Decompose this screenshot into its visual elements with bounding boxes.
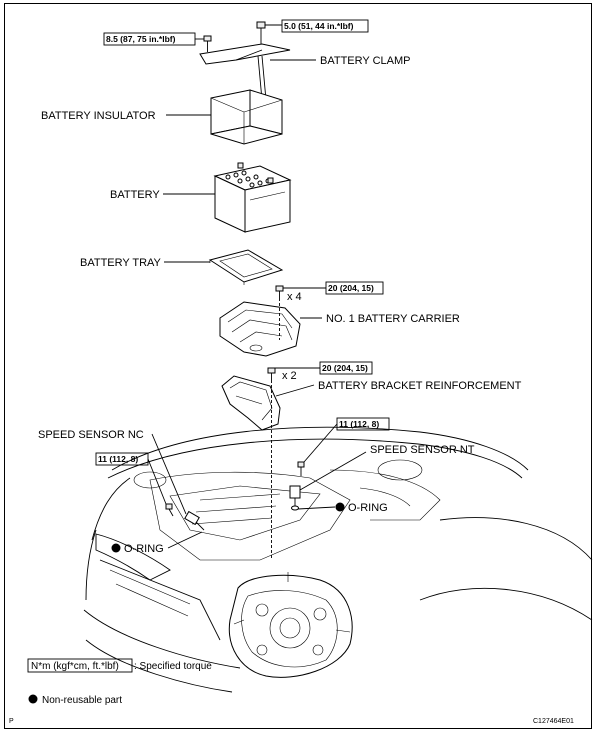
legend-torque-box: [27, 658, 133, 673]
clamp-right-torque: 5.0 (51, 44 in.*lbf): [284, 21, 354, 31]
battery-label: BATTERY: [110, 189, 160, 201]
speed-sensor-nc: [184, 510, 205, 531]
bracket-bolt-qty: x 2: [282, 370, 297, 382]
bracket-torque: 20 (204, 15): [322, 363, 368, 373]
o-ring-right-label: O-RING: [348, 502, 388, 514]
bracket-reinforcement-label: BATTERY BRACKET REINFORCEMENT: [318, 380, 522, 392]
battery-insulator: [210, 89, 283, 145]
bracket-bolt-icon: [267, 367, 276, 380]
vehicle-engine-bay: [83, 426, 593, 693]
sensor-nt-torque: 11 (112, 8): [339, 419, 379, 429]
speed-sensor-nt: [289, 485, 301, 511]
battery: [213, 162, 292, 233]
battery-carrier-label: NO. 1 BATTERY CARRIER: [326, 313, 460, 325]
diagram-frame: [4, 3, 592, 729]
o-ring-left-label: O-RING: [124, 543, 164, 555]
sensor-nc-torque: 11 (112, 8): [98, 454, 138, 464]
battery-tray: [208, 249, 284, 285]
legend-non-reusable-icon: [28, 694, 38, 704]
clamp-left-bolt-icon: [203, 35, 212, 52]
clamp-right-torque-box: [281, 19, 369, 33]
speed-sensor-nc-label: SPEED SENSOR NC: [38, 429, 144, 441]
figure-id: C127464E01: [533, 718, 574, 725]
battery-clamp-label: BATTERY CLAMP: [320, 55, 410, 67]
carrier-bolt-icon: [275, 285, 284, 298]
sensor-nc-bolt-icon: [165, 503, 174, 517]
battery-carrier: [219, 301, 301, 357]
speed-sensor-nt-label: SPEED SENSOR NT: [370, 444, 475, 456]
o-ring-right-marker-icon: [335, 502, 345, 512]
legend-torque-desc: : Specified torque: [134, 661, 212, 672]
carrier-bolt-qty: x 4: [287, 291, 302, 303]
clamp-right-nut-icon: [256, 21, 266, 44]
corner-marker: P: [9, 718, 14, 725]
legend-non-reusable: Non-reusable part: [42, 695, 122, 706]
clamp-left-torque: 8.5 (87, 75 in.*lbf): [106, 34, 176, 44]
carrier-torque: 20 (204, 15): [328, 283, 374, 293]
battery-tray-label: BATTERY TRAY: [80, 257, 162, 269]
battery-clamp: [199, 43, 291, 106]
battery-bracket-reinforcement: [221, 375, 281, 431]
o-ring-left-marker-icon: [111, 543, 121, 553]
battery-insulator-label: BATTERY INSULATOR: [41, 110, 156, 122]
sensor-nt-bolt-icon: [297, 461, 305, 476]
legend-torque-unit: N*m (kgf*cm, ft.*lbf): [31, 661, 119, 672]
